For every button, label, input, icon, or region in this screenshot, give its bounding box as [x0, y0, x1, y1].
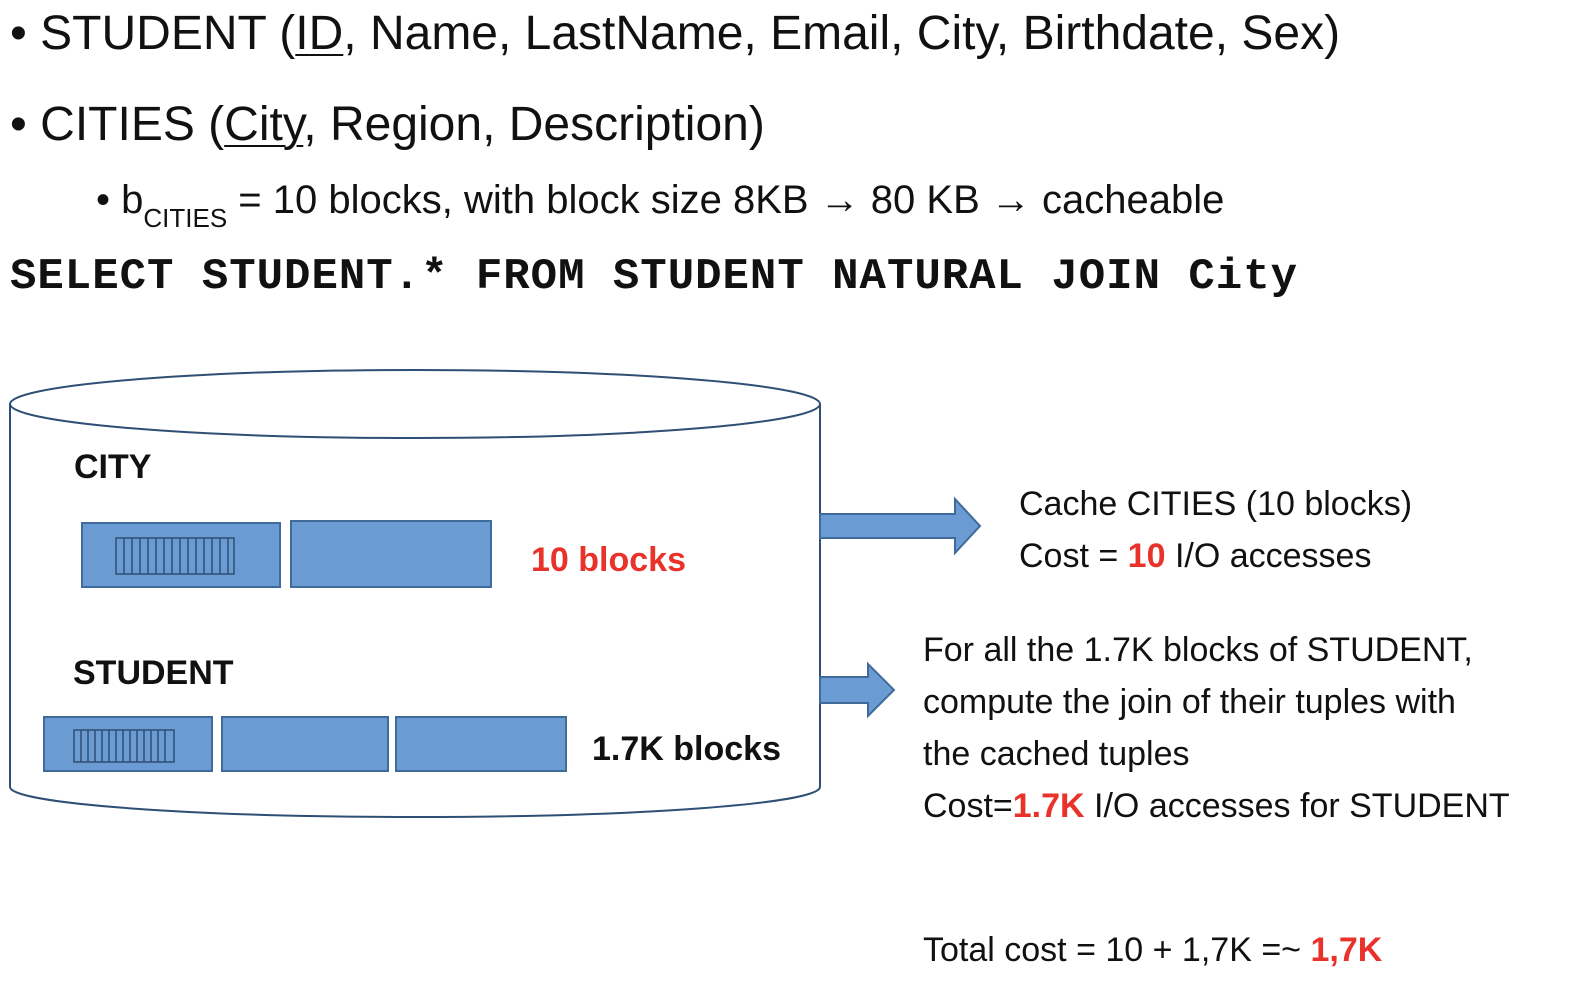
- student-cost-prefix: Cost=: [923, 787, 1013, 825]
- cache-cost-line: Cost = 10 I/O accesses: [1019, 530, 1412, 582]
- cities-attributes: , Region, Description): [303, 98, 765, 151]
- student-cost-line: Cost=1.7K I/O accesses for STUDENT: [923, 780, 1510, 832]
- total-cost-line: Total cost = 10 + 1,7K =~ 1,7K: [923, 924, 1382, 976]
- bullet-dot: •: [96, 178, 111, 222]
- bullet-cities-blocks: • bCITIES = 10 blocks, with block size 8…: [96, 176, 1224, 242]
- city-block-2: [290, 520, 492, 588]
- arrow-to-cache-note: [819, 496, 982, 556]
- paren-open: (: [194, 98, 225, 151]
- student-note-line1: For all the 1.7K blocks of STUDENT,: [923, 631, 1473, 669]
- student-primary-key: ID: [295, 7, 344, 60]
- student-cost-value: 1.7K: [1012, 787, 1085, 825]
- student-note-line3: the cached tuples: [923, 735, 1190, 773]
- cache-note-line1: Cache CITIES (10 blocks): [1019, 485, 1413, 523]
- bullet-student-schema: • STUDENT (ID, Name, LastName, Email, Ci…: [10, 6, 1340, 62]
- student-relation-name: STUDENT: [40, 7, 266, 60]
- student-block-2: [221, 716, 389, 772]
- cache-cost-suffix: I/O accesses: [1165, 537, 1372, 575]
- student-cost-suffix: I/O accesses for STUDENT: [1084, 787, 1510, 825]
- student-blocks-count: 1.7K blocks: [592, 730, 781, 768]
- paren-open: (: [265, 7, 296, 60]
- cities-primary-key: City: [224, 98, 304, 151]
- bullet-dot: •: [10, 7, 27, 60]
- total-cost-value: 1,7K: [1310, 931, 1383, 969]
- cities-relation-name: CITIES: [40, 98, 195, 151]
- bullet-cities-schema: • CITIES (City, Region, Description): [10, 97, 765, 153]
- arrow-to-student-note: [819, 661, 896, 719]
- b-symbol: b: [121, 178, 144, 222]
- student-label: STUDENT: [73, 654, 234, 692]
- student-block-3: [395, 716, 567, 772]
- student-block-1: [43, 716, 213, 772]
- cities-blocks-text: = 10 blocks, with block size 8KB → 80 KB…: [227, 178, 1225, 222]
- student-note-line2: compute the join of their tuples with: [923, 683, 1456, 721]
- bullet-dot: •: [10, 98, 27, 151]
- student-attributes: , Name, LastName, Email, City, Birthdate…: [343, 7, 1341, 60]
- cache-cost-prefix: Cost =: [1019, 537, 1128, 575]
- sql-query: SELECT STUDENT.* FROM STUDENT NATURAL JO…: [10, 252, 1299, 302]
- cylinder-top: [9, 369, 821, 439]
- cache-note: Cache CITIES (10 blocks) Cost = 10 I/O a…: [1019, 478, 1412, 582]
- student-block-1-records: [73, 729, 175, 763]
- total-cost-prefix: Total cost = 10 + 1,7K =~: [923, 931, 1311, 969]
- city-block-1-records: [115, 537, 235, 575]
- city-blocks-count: 10 blocks: [531, 541, 686, 579]
- cache-cost-value: 10: [1127, 537, 1166, 575]
- student-join-note: For all the 1.7K blocks of STUDENT, comp…: [923, 624, 1510, 832]
- city-label: CITY: [74, 448, 152, 486]
- b-subscript: CITIES: [143, 203, 228, 233]
- cylinder-body: [9, 404, 821, 818]
- city-block-1: [81, 522, 281, 588]
